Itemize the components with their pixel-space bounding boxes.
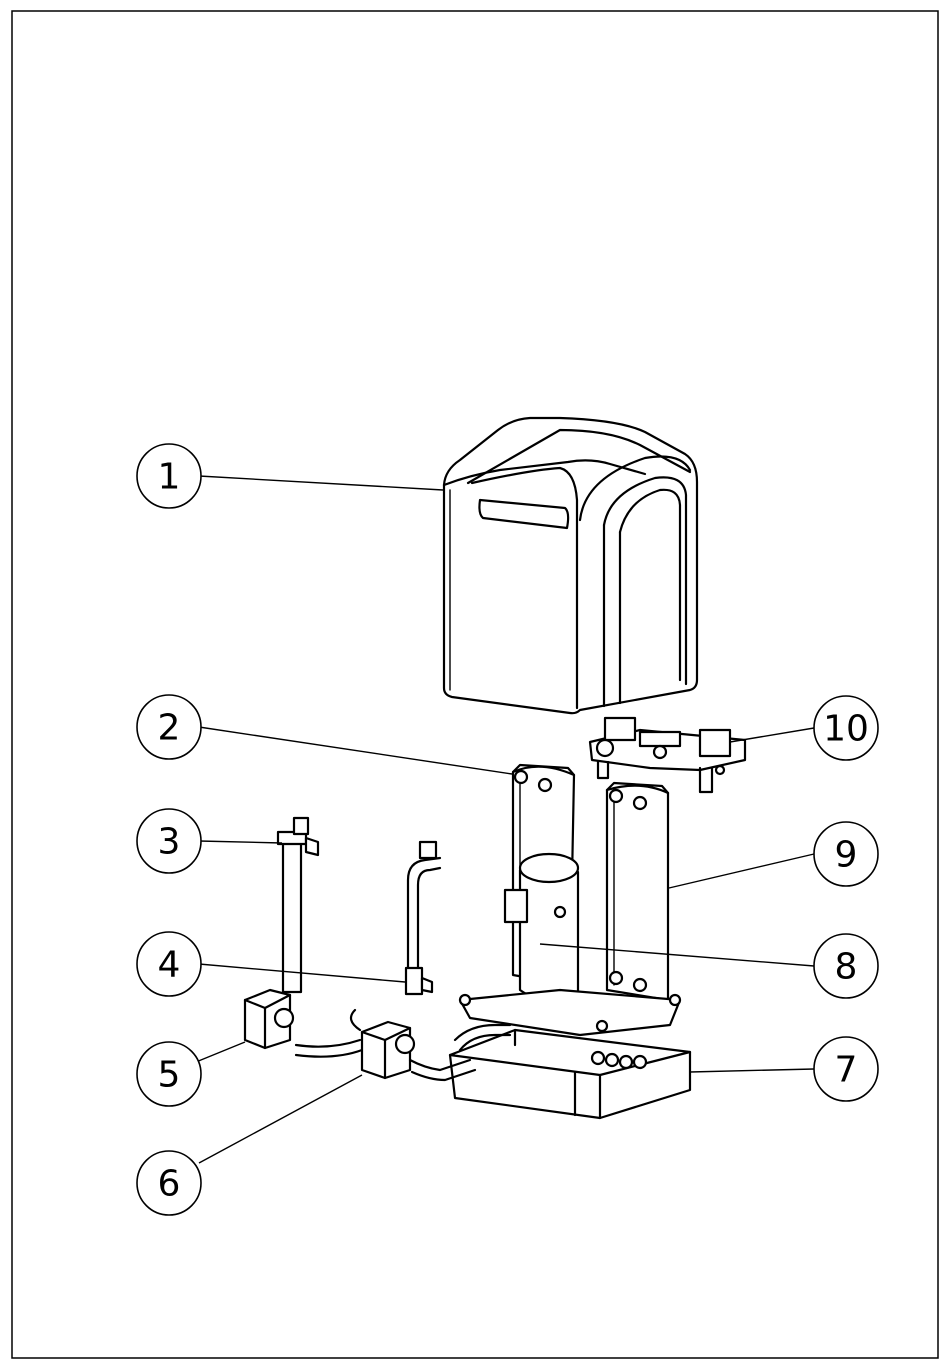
pipe-assembly-right: [406, 842, 440, 994]
control-board: [590, 718, 745, 792]
callout-7: 7: [814, 1037, 878, 1101]
callout-10-label: 10: [823, 709, 869, 750]
callout-5: 5: [137, 1042, 201, 1106]
callout-5-label: 5: [158, 1055, 181, 1096]
callout-1-label: 1: [158, 457, 181, 498]
callout-9-label: 9: [835, 835, 858, 876]
callout-2: 2: [137, 695, 201, 759]
callout-6-label: 6: [158, 1164, 181, 1205]
callout-8-label: 8: [835, 947, 858, 988]
callout-1: 1: [137, 444, 201, 508]
base-tray: [450, 990, 690, 1118]
callout-4-label: 4: [158, 945, 181, 986]
callout-2-label: 2: [158, 708, 181, 749]
callout-10: 10: [814, 696, 878, 760]
pipe-assembly-left: [278, 818, 318, 992]
callout-9: 9: [814, 822, 878, 886]
heat-exchanger-right: [607, 783, 668, 1000]
callout-8: 8: [814, 934, 878, 998]
callout-3-label: 3: [158, 822, 181, 863]
cover-housing: [444, 418, 697, 713]
pump-left: [245, 990, 362, 1057]
callout-7-label: 7: [835, 1050, 858, 1091]
callout-4: 4: [137, 932, 201, 996]
callout-3: 3: [137, 809, 201, 873]
callout-6: 6: [137, 1151, 201, 1215]
